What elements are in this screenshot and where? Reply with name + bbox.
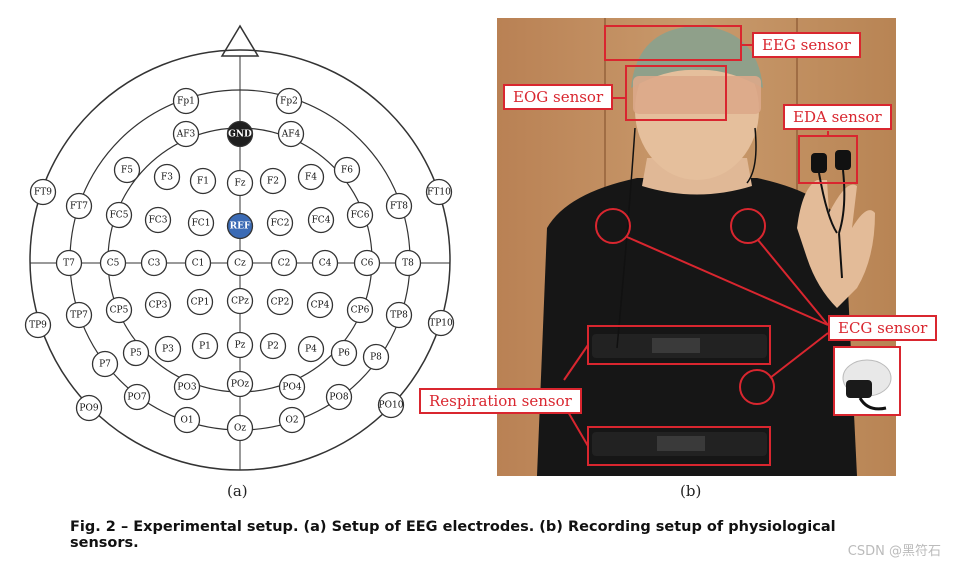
respiration-sensor-label: Respiration sensor (419, 388, 582, 414)
ecg-sensor-label: ECG sensor (828, 315, 937, 341)
eeg-highlight-box (605, 26, 741, 60)
ecg-electrode-circle-lower (740, 370, 774, 404)
eog-sensor-label: EOG sensor (503, 84, 613, 110)
ecg-electrode-circle-right (731, 209, 765, 243)
eog-highlight-box (626, 66, 726, 120)
ecg-electrode-circle-left (596, 209, 630, 243)
respiration-leader-line (564, 345, 588, 380)
panel-b-caption: (b) (680, 482, 701, 500)
eeg-sensor-label: EEG sensor (752, 32, 861, 58)
upper-respiration-highlight (588, 326, 770, 364)
eda-highlight-box (799, 136, 857, 183)
eda-sensor-label: EDA sensor (783, 104, 892, 130)
watermark: CSDN @黑符石 (848, 540, 941, 559)
lower-respiration-highlight (588, 427, 770, 465)
ecg-leader-line (758, 240, 828, 325)
ecg-leader-line (627, 237, 828, 325)
ecg-electrode-clip (846, 380, 872, 398)
figure-caption: Fig. 2 – Experimental setup. (a) Setup o… (70, 519, 890, 551)
ecg-leader-line (770, 333, 828, 378)
